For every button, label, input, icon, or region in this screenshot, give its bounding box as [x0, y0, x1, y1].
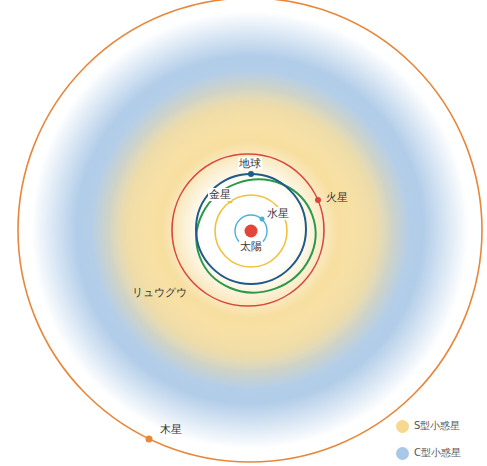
jupiter-label: 木星: [160, 423, 182, 436]
sun-label: 太陽: [239, 240, 263, 253]
venus-label: 金星: [208, 188, 232, 201]
legend-swatch: [396, 420, 409, 433]
mercury-dot: [260, 217, 265, 222]
earth-orbit: [196, 174, 306, 284]
jupiter-dot: [146, 436, 153, 443]
mars-orbit: [172, 154, 324, 306]
s-type-zone: [90, 70, 410, 390]
c-type-zone: [22, 2, 478, 458]
sun-dot: [245, 225, 258, 238]
mars-label: 火星: [326, 191, 348, 204]
legend-text: C型小惑星: [414, 446, 461, 460]
ryugu-label: リュウグウ: [132, 286, 187, 299]
legend-row: C型小惑星: [396, 446, 461, 460]
earth-dot: [248, 171, 254, 177]
ryugu-orbit: [180, 163, 331, 309]
mars-dot: [315, 197, 321, 203]
mercury-label: 水星: [266, 207, 290, 220]
legend-text: S型小惑星: [414, 419, 460, 433]
venus-orbit: [215, 195, 287, 267]
legend-row: S型小惑星: [396, 419, 460, 433]
legend-swatch: [396, 447, 409, 460]
jupiter-orbit: [18, 0, 482, 462]
earth-label: 地球: [238, 157, 262, 170]
